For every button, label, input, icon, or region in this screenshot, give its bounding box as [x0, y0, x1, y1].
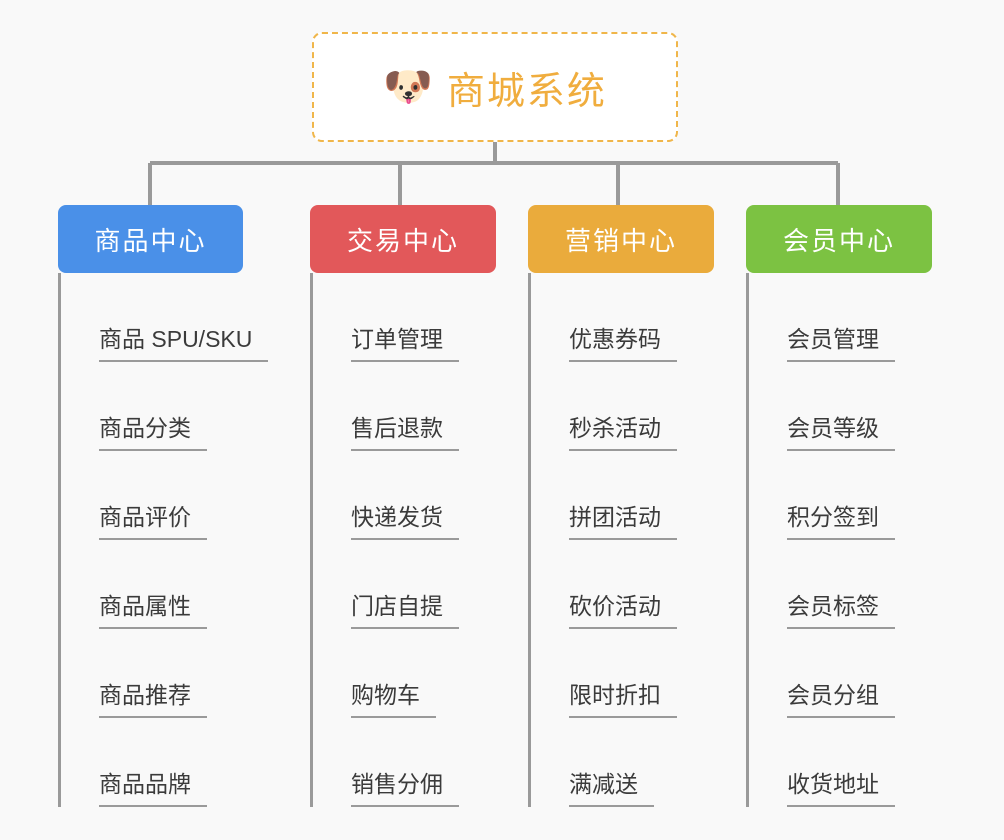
leaf-label: 购物车	[351, 682, 436, 718]
leaf-item[interactable]: 收货地址	[761, 718, 932, 807]
leaf-label: 门店自提	[351, 593, 459, 629]
leaf-item[interactable]: 砍价活动	[543, 540, 714, 629]
leaf-item[interactable]: 优惠券码	[543, 273, 714, 362]
leaf-item[interactable]: 会员等级	[761, 362, 932, 451]
leaf-label: 拼团活动	[569, 504, 677, 540]
leaf-item[interactable]: 会员管理	[761, 273, 932, 362]
leaf-item[interactable]: 限时折扣	[543, 629, 714, 718]
leaf-label: 订单管理	[351, 326, 459, 362]
branch-column-3: 营销中心 优惠券码 秒杀活动 拼团活动 砍价活动 限时折扣 满减送	[528, 205, 714, 807]
leaf-list-1: 商品 SPU/SKU 商品分类 商品评价 商品属性 商品推荐 商品品牌	[58, 273, 269, 807]
leaf-item[interactable]: 快递发货	[325, 451, 496, 540]
leaf-label: 商品属性	[99, 593, 207, 629]
leaf-label: 商品 SPU/SKU	[99, 326, 269, 362]
branch-label-1: 商品中心	[94, 225, 207, 256]
branch-label-4: 会员中心	[782, 225, 895, 256]
branch-header-4[interactable]: 会员中心	[746, 205, 932, 273]
leaf-label: 秒杀活动	[569, 415, 677, 451]
leaf-label: 会员标签	[787, 593, 895, 629]
leaf-item[interactable]: 拼团活动	[543, 451, 714, 540]
leaf-item[interactable]: 商品品牌	[73, 718, 268, 807]
leaf-list-4: 会员管理 会员等级 积分签到 会员标签 会员分组 收货地址	[746, 273, 932, 807]
branch-column-2: 交易中心 订单管理 售后退款 快递发货 门店自提 购物车 销售分佣	[310, 205, 496, 807]
branch-header-1[interactable]: 商品中心	[58, 205, 243, 273]
leaf-item[interactable]: 销售分佣	[325, 718, 496, 807]
leaf-label: 优惠券码	[569, 326, 677, 362]
leaf-label: 积分签到	[787, 504, 895, 540]
leaf-item[interactable]: 商品评价	[73, 451, 268, 540]
leaf-label: 会员分组	[787, 682, 895, 718]
leaf-item[interactable]: 商品 SPU/SKU	[73, 273, 269, 362]
leaf-label: 快递发货	[351, 504, 459, 540]
leaf-item[interactable]: 售后退款	[325, 362, 496, 451]
branch-label-2: 交易中心	[346, 225, 459, 256]
root-node[interactable]: 🐶 商城系统	[312, 32, 678, 142]
leaf-label: 会员管理	[787, 326, 895, 362]
leaf-list-3: 优惠券码 秒杀活动 拼团活动 砍价活动 限时折扣 满减送	[528, 273, 714, 807]
leaf-label: 商品品牌	[99, 771, 207, 807]
leaf-label: 满减送	[569, 771, 654, 807]
leaf-item[interactable]: 秒杀活动	[543, 362, 714, 451]
leaf-item[interactable]: 门店自提	[325, 540, 496, 629]
branch-header-2[interactable]: 交易中心	[310, 205, 496, 273]
leaf-label: 商品推荐	[99, 682, 207, 718]
leaf-label: 销售分佣	[351, 771, 459, 807]
shiba-dog-icon: 🐶	[383, 65, 433, 109]
leaf-item[interactable]: 满减送	[543, 718, 714, 807]
leaf-item[interactable]: 会员标签	[761, 540, 932, 629]
branch-header-3[interactable]: 营销中心	[528, 205, 714, 273]
leaf-item[interactable]: 购物车	[325, 629, 496, 718]
leaf-item[interactable]: 会员分组	[761, 629, 932, 718]
branch-label-3: 营销中心	[564, 225, 677, 256]
leaf-item[interactable]: 订单管理	[325, 273, 496, 362]
leaf-item[interactable]: 商品推荐	[73, 629, 268, 718]
leaf-item[interactable]: 积分签到	[761, 451, 932, 540]
leaf-label: 收货地址	[787, 771, 895, 807]
leaf-label: 砍价活动	[569, 593, 677, 629]
leaf-label: 售后退款	[351, 415, 459, 451]
branch-column-1: 商品中心 商品 SPU/SKU 商品分类 商品评价 商品属性 商品推荐 商品品牌	[58, 205, 269, 807]
leaf-label: 会员等级	[787, 415, 895, 451]
leaf-label: 商品评价	[99, 504, 207, 540]
root-title: 商城系统	[446, 70, 607, 113]
leaf-list-2: 订单管理 售后退款 快递发货 门店自提 购物车 销售分佣	[310, 273, 496, 807]
leaf-label: 商品分类	[99, 415, 207, 451]
branch-column-4: 会员中心 会员管理 会员等级 积分签到 会员标签 会员分组 收货地址	[746, 205, 932, 807]
leaf-item[interactable]: 商品分类	[73, 362, 268, 451]
leaf-item[interactable]: 商品属性	[73, 540, 268, 629]
leaf-label: 限时折扣	[569, 682, 677, 718]
